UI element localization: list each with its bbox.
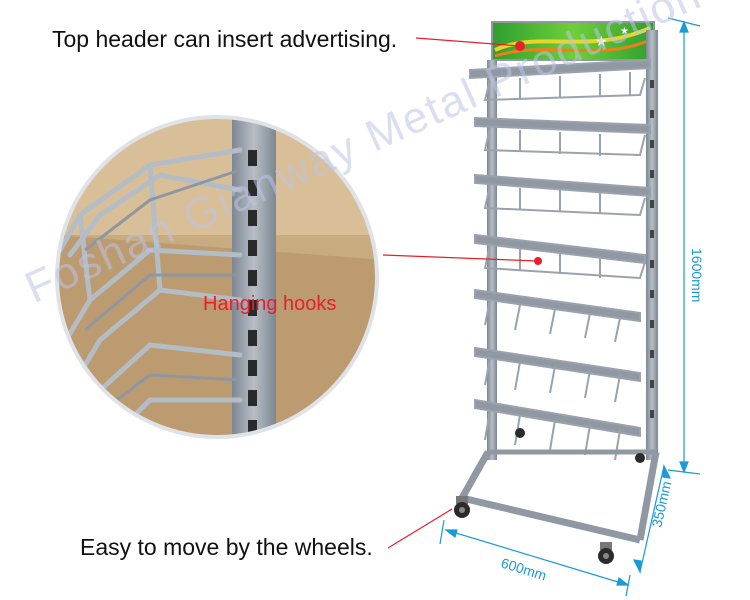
callout-header-advertising: Top header can insert advertising. [52,26,398,52]
display-rack: ★ ★ [454,21,660,564]
wheel-icon [598,542,614,564]
svg-text:★: ★ [620,26,629,37]
callout-leaders [382,37,539,549]
advertising-header [491,21,655,61]
dimension-lines [439,17,701,597]
callout-dot [534,257,542,265]
callout-dot [515,41,525,51]
svg-text:★: ★ [595,33,608,49]
dimension-height-label: 1600mm [689,248,705,302]
wheel-icon [454,496,470,518]
callout-hanging-hooks: Hanging hooks [203,293,337,315]
callout-wheels: Easy to move by the wheels. [80,534,373,560]
